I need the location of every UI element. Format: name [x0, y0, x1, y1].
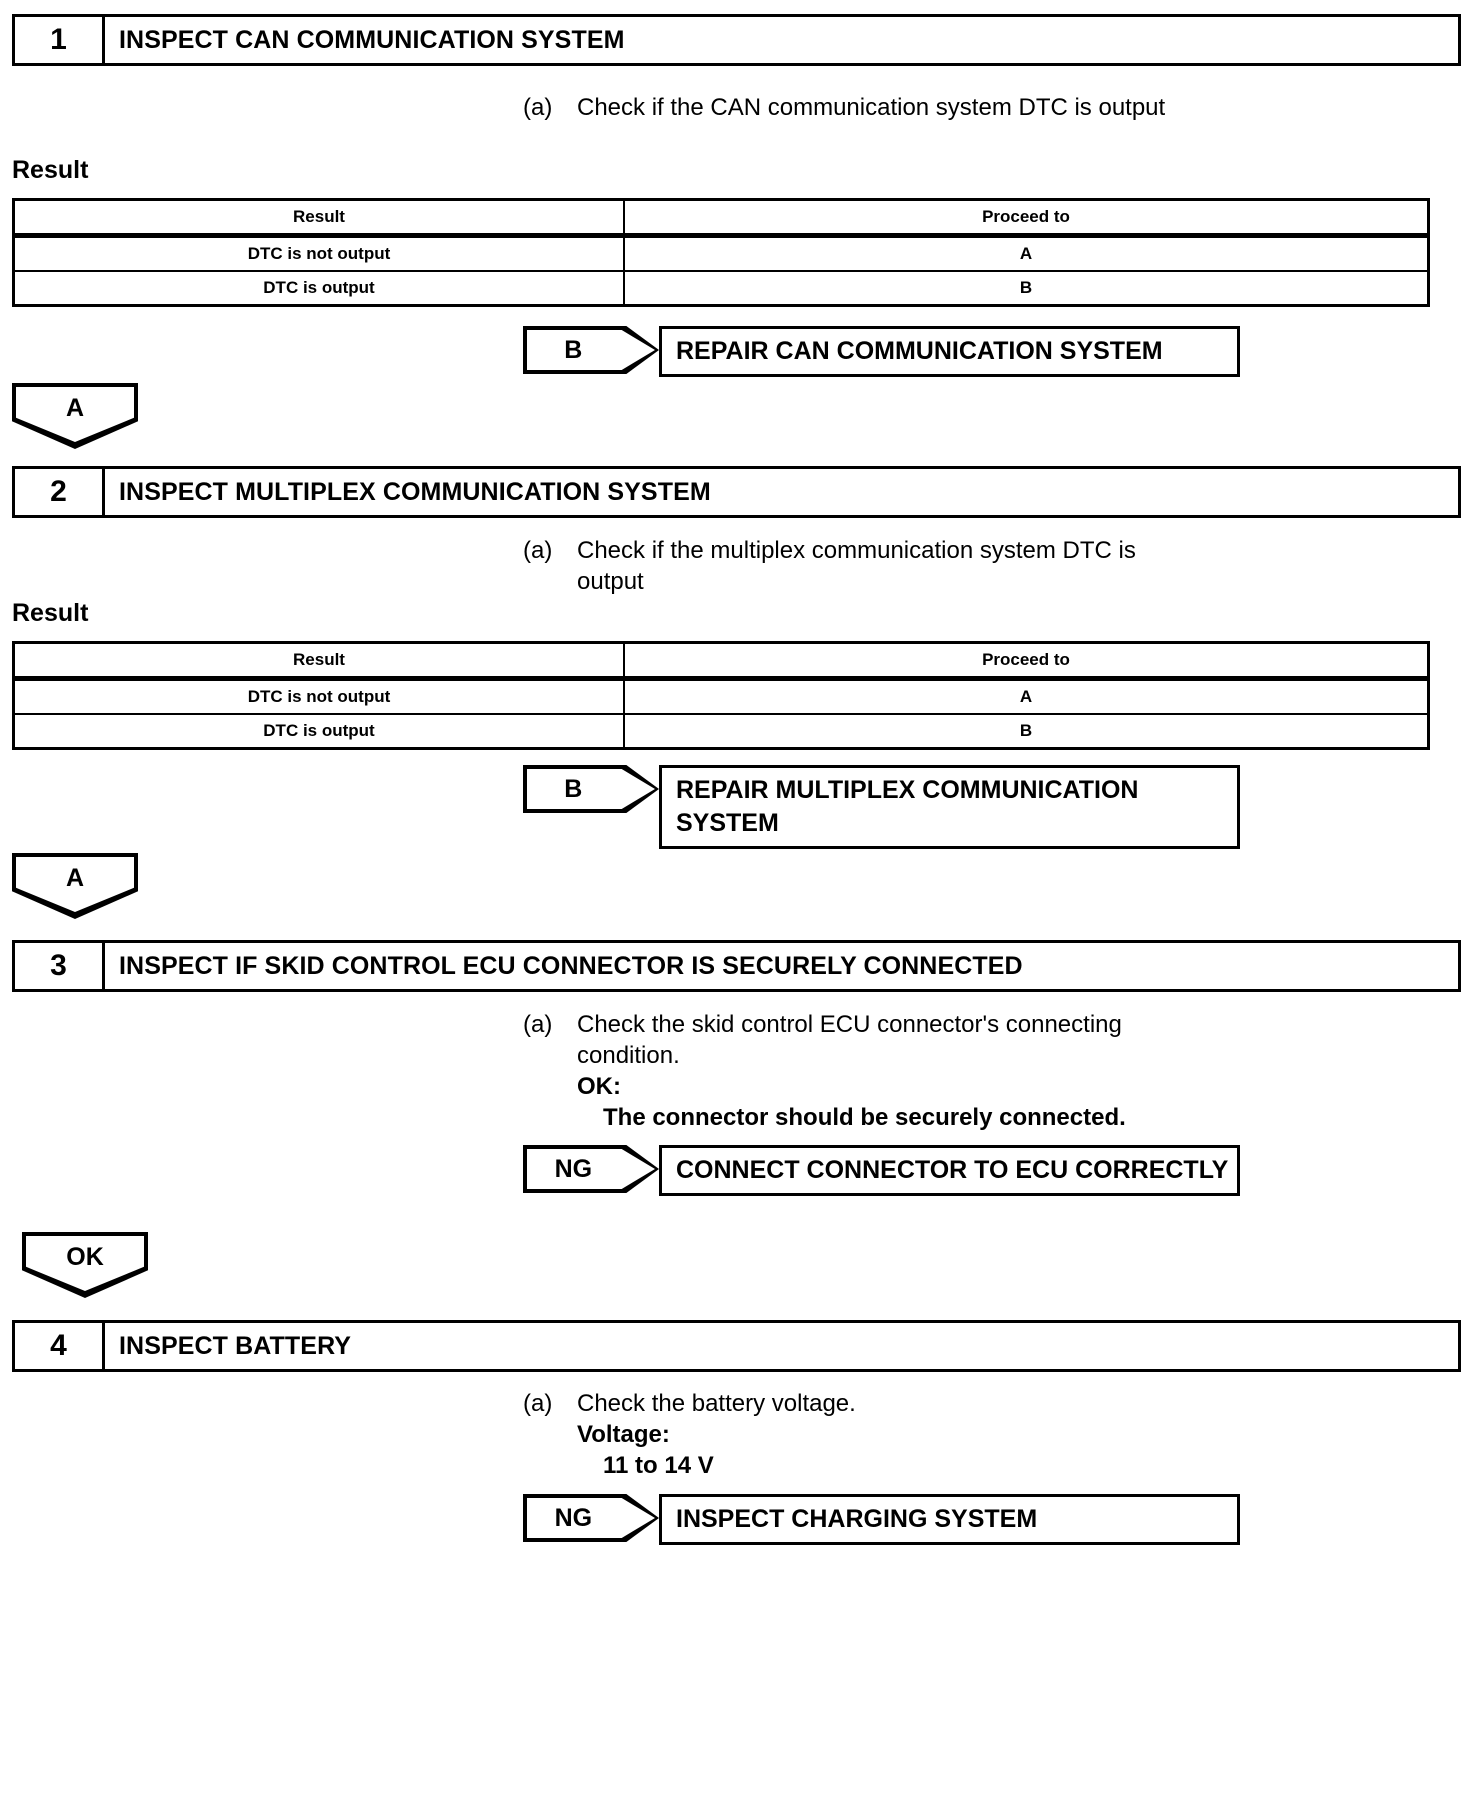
- result-table-2: Result Proceed to DTC is not output A DT…: [12, 641, 1430, 750]
- step-number-2: 2: [15, 469, 105, 515]
- table-header-result: Result: [15, 201, 625, 233]
- step-header-1: 1 INSPECT CAN COMMUNICATION SYSTEM: [12, 14, 1461, 66]
- action-box-3: CONNECT CONNECTOR TO ECU CORRECTLY: [659, 1145, 1240, 1196]
- result-label-1: Result: [12, 156, 89, 184]
- step-number-4: 4: [15, 1323, 105, 1369]
- spec-label-3: OK:: [577, 1073, 621, 1100]
- action-box-4: INSPECT CHARGING SYSTEM: [659, 1494, 1240, 1545]
- step-title-1: INSPECT CAN COMMUNICATION SYSTEM: [119, 25, 625, 54]
- table-header-proceed: Proceed to: [982, 650, 1070, 669]
- step-number-1: 1: [15, 17, 105, 63]
- spec-value-4: 11 to 14 V: [603, 1452, 714, 1479]
- table-cell-result: DTC is not output: [15, 681, 625, 713]
- table-row: DTC is not output A: [15, 679, 1427, 713]
- connector-ok-3: OK: [22, 1232, 148, 1298]
- procedure-text-3: Check the skid control ECU connector's c…: [577, 1011, 1122, 1069]
- table-cell-proceed: B: [1019, 721, 1033, 740]
- table-header-proceed: Proceed to: [982, 207, 1070, 226]
- result-label-2: Result: [12, 599, 89, 627]
- branch-tag-label: B: [564, 335, 583, 364]
- branch-tag-ng-3: NG: [523, 1145, 659, 1193]
- step-header-3: 3 INSPECT IF SKID CONTROL ECU CONNECTOR …: [12, 940, 1461, 992]
- procedure-block-1: (a) Check if the CAN communication syste…: [523, 92, 1243, 123]
- spec-label-4: Voltage:: [577, 1421, 670, 1448]
- branch-tag-label: NG: [554, 1154, 593, 1183]
- branch-tag-b-1: B: [523, 326, 659, 374]
- table-cell-proceed: B: [1019, 278, 1033, 297]
- table-row: DTC is not output A: [15, 236, 1427, 270]
- connector-label: A: [65, 393, 85, 422]
- procedure-text-1: Check if the CAN communication system DT…: [577, 94, 1166, 121]
- table-header-row: Result Proceed to: [15, 644, 1427, 679]
- procedure-marker-1: (a): [523, 94, 553, 121]
- procedure-marker-2: (a): [523, 537, 553, 564]
- table-header-result: Result: [15, 644, 625, 676]
- step-title-4: INSPECT BATTERY: [119, 1331, 352, 1360]
- step-header-4: 4 INSPECT BATTERY: [12, 1320, 1461, 1372]
- branch-tag-ng-4: NG: [523, 1494, 659, 1542]
- action-box-2: REPAIR MULTIPLEX COMMUNICATION SYSTEM: [659, 765, 1240, 849]
- procedure-block-2: (a) Check if the multiplex communication…: [523, 535, 1195, 597]
- step-title-3: INSPECT IF SKID CONTROL ECU CONNECTOR IS…: [119, 951, 1023, 980]
- table-row: DTC is output B: [15, 713, 1427, 747]
- spec-value-3: The connector should be securely connect…: [603, 1104, 1126, 1131]
- table-cell-result: DTC is not output: [15, 238, 625, 270]
- table-cell-result: DTC is output: [15, 715, 625, 747]
- table-row: DTC is output B: [15, 270, 1427, 304]
- branch-tag-b-2: B: [523, 765, 659, 813]
- procedure-block-3: (a) Check the skid control ECU connector…: [523, 1009, 1183, 1133]
- step-number-3: 3: [15, 943, 105, 989]
- branch-tag-label: B: [564, 774, 583, 803]
- connector-label: OK: [66, 1242, 104, 1271]
- branch-tag-label: NG: [554, 1503, 593, 1532]
- connector-a-2: A: [12, 853, 138, 919]
- table-cell-result: DTC is output: [15, 272, 625, 304]
- table-header-row: Result Proceed to: [15, 201, 1427, 236]
- table-cell-proceed: A: [1019, 244, 1033, 263]
- table-cell-proceed: A: [1019, 687, 1033, 706]
- procedure-marker-4: (a): [523, 1390, 553, 1417]
- connector-a-1: A: [12, 383, 138, 449]
- action-box-1: REPAIR CAN COMMUNICATION SYSTEM: [659, 326, 1240, 377]
- step-header-2: 2 INSPECT MULTIPLEX COMMUNICATION SYSTEM: [12, 466, 1461, 518]
- procedure-marker-3: (a): [523, 1011, 553, 1038]
- result-table-1: Result Proceed to DTC is not output A DT…: [12, 198, 1430, 307]
- procedure-block-4: (a) Check the battery voltage. Voltage: …: [523, 1388, 1223, 1481]
- procedure-text-4: Check the battery voltage.: [577, 1390, 856, 1417]
- procedure-text-2: Check if the multiplex communication sys…: [577, 537, 1136, 595]
- step-title-2: INSPECT MULTIPLEX COMMUNICATION SYSTEM: [119, 477, 711, 506]
- connector-label: A: [65, 863, 85, 892]
